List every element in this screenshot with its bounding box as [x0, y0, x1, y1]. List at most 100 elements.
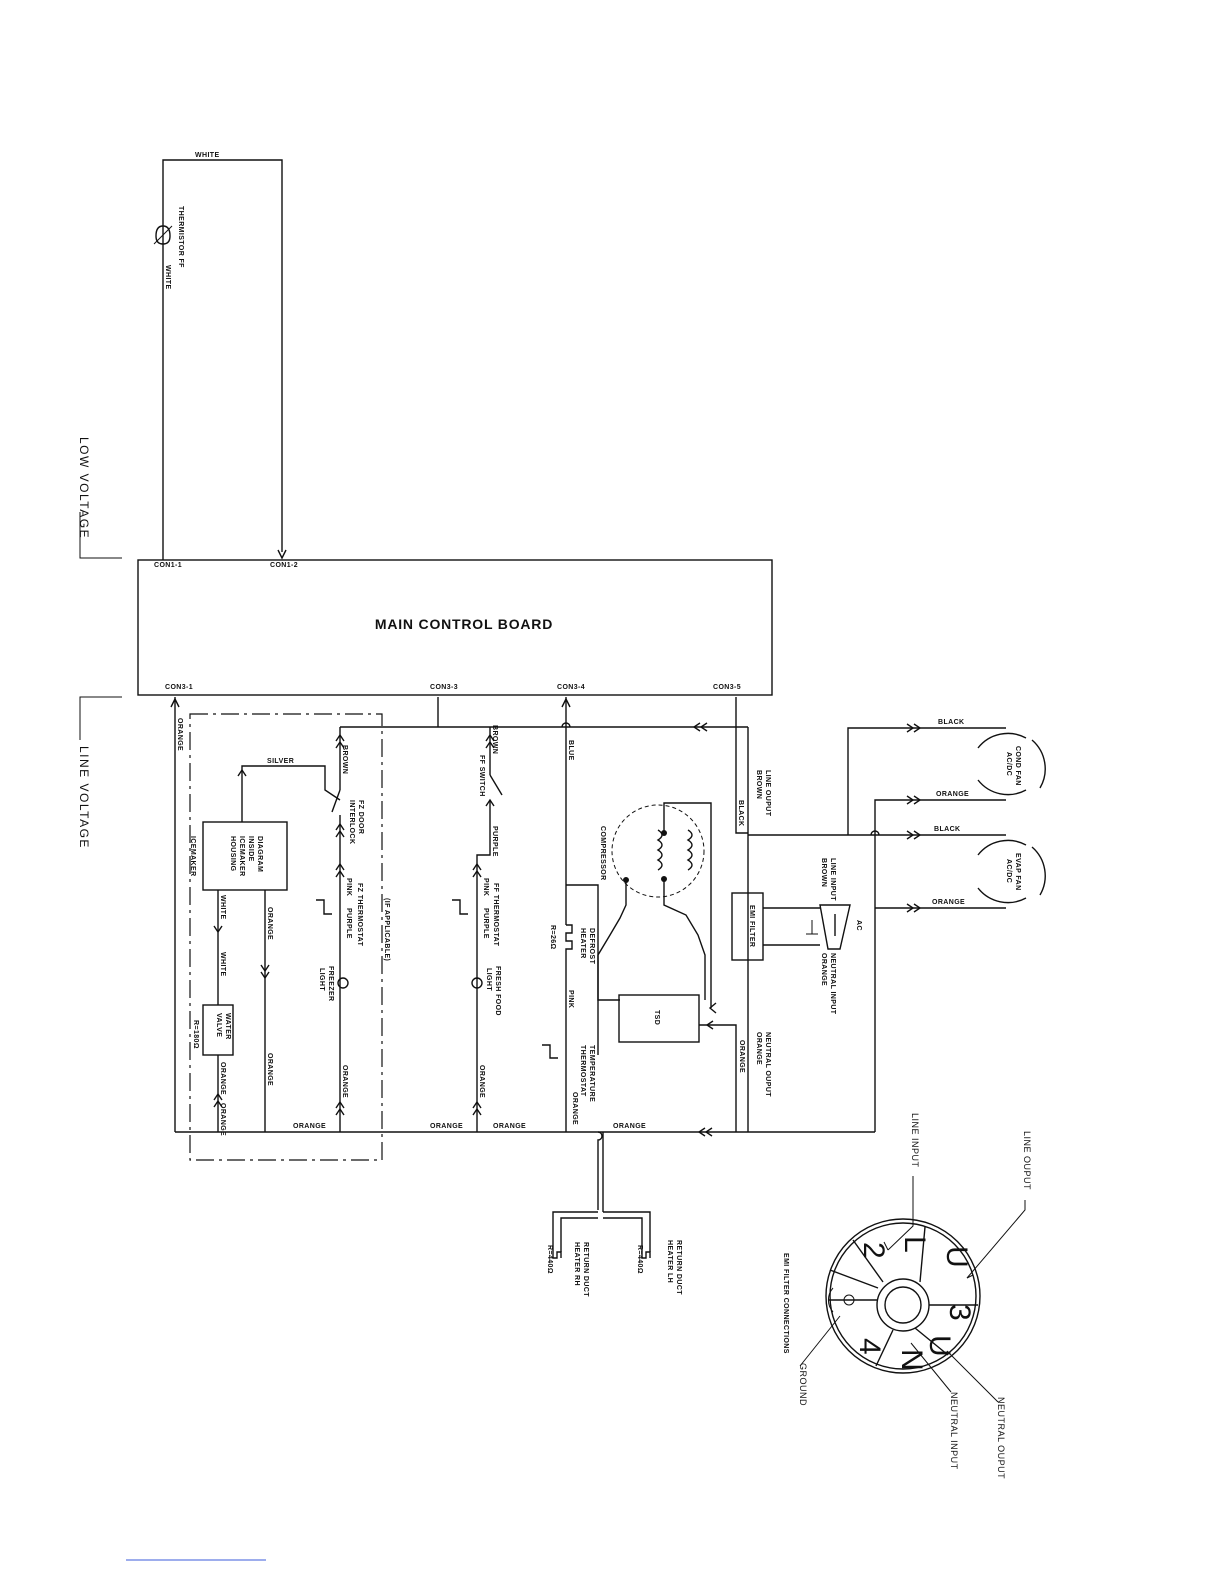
connector-con3-3: CON3-3	[430, 684, 458, 691]
return-duct-lh-line1: RETURN DUCT	[675, 1240, 682, 1295]
connector-con3-1: CON3-1	[165, 684, 193, 691]
ac-plug-icon	[819, 904, 851, 950]
fresh-food-light-line1: FRESH FOOD	[494, 966, 501, 1016]
board-title: MAIN CONTROL BOARD	[375, 616, 553, 632]
wire-label-black-cond: BLACK	[938, 719, 965, 726]
neutral-input-label: NEUTRAL INPUT	[829, 953, 836, 1015]
connector-con1-1: CON1-1	[154, 562, 182, 569]
defrost-heater-icon	[565, 924, 573, 957]
ff-switch-label: FF SWITCH	[478, 755, 485, 797]
wire-label-orange-con3-1: ORANGE	[176, 718, 183, 751]
connector-con3-4: CON3-4	[557, 684, 585, 691]
wire-label-orange-neutral-ouput: ORANGE	[755, 1032, 762, 1065]
ff-switch-icon	[489, 774, 503, 796]
emi-line-ouput-label: LINE OUPUT	[1022, 1131, 1032, 1190]
wire-label-orange-neutral-input: ORANGE	[820, 953, 827, 986]
wire-label-orange-icemaker-2: ORANGE	[266, 1053, 273, 1086]
icemaker-label: ICEMAKER	[189, 836, 196, 877]
evap-fan-line2: AC/DC	[1005, 859, 1012, 883]
low-voltage-zone: LOW VOLTAGE	[77, 437, 122, 559]
emi-connections-title: EMI FILTER CONNECTIONS	[782, 1253, 789, 1354]
fz-door-line1: FZ DOOR	[357, 800, 364, 834]
cond-fan-icon	[977, 732, 1027, 749]
line-voltage-zone: LINE VOLTAGE	[77, 696, 122, 849]
fz-thermostat-label: FZ THERMOSTAT	[356, 883, 363, 947]
wire-label-pink-defrost: PINK	[567, 990, 574, 1008]
return-duct-rh-line1: RETURN DUCT	[582, 1242, 589, 1297]
wire-label-brown-fz: BROWN	[341, 745, 348, 774]
wire-label-orange-bus-3: ORANGE	[493, 1123, 526, 1130]
terminal-2: 2	[857, 1242, 890, 1259]
return-duct-lh-resistance: R=440Ω	[636, 1245, 643, 1274]
main-control-board: MAIN CONTROL BOARD CON1-1 CON1-2 CON3-1 …	[137, 559, 773, 696]
freezer-light-line1: FREEZER	[327, 966, 334, 1001]
fz-thermostat-icon	[316, 899, 332, 915]
freezer-light-icon	[337, 977, 349, 989]
wire-label-white-icemaker-2: WHITE	[219, 952, 226, 977]
return-duct-lh-line2: HEATER LH	[666, 1240, 673, 1283]
emi-filter-label: EMI FILTER	[748, 905, 755, 947]
water-valve-resistance: R=180Ω	[192, 1020, 199, 1049]
wire-label-brown-ff: BROWN	[491, 725, 498, 754]
fz-door-switch-icon	[331, 789, 341, 813]
compressor-coil-right	[686, 829, 693, 871]
line-voltage-label: LINE VOLTAGE	[77, 746, 91, 849]
wire-label-orange-fz: ORANGE	[341, 1065, 348, 1098]
fresh-food-light-icon	[471, 977, 483, 989]
fz-door-line2: INTERLOCK	[348, 800, 355, 844]
wire-label-orange-ff: ORANGE	[478, 1065, 485, 1098]
line-voltage-wiring: ORANGE ORANGE ORANGE ORANGE ORANGE SILVE…	[170, 697, 1046, 1297]
wire-label-orange-bus-2: ORANGE	[430, 1123, 463, 1130]
return-duct-rh-icon	[552, 1251, 562, 1259]
connector-con3-5: CON3-5	[713, 684, 741, 691]
compressor-coil-left	[656, 829, 663, 871]
terminal-n: N	[895, 1349, 928, 1371]
defrost-heater-resistance: R=26Ω	[549, 925, 556, 950]
ground-icon	[843, 1294, 855, 1306]
wire-label-brown-line-input: BROWN	[820, 858, 827, 887]
ff-thermostat-icon	[452, 899, 468, 915]
terminal-3: 3	[943, 1304, 976, 1321]
emi-neutral-input-label: NEUTRAL INPUT	[949, 1392, 959, 1470]
if-applicable-region	[189, 713, 383, 1161]
freezer-light-line2: LIGHT	[318, 968, 325, 991]
icemaker-box	[202, 821, 288, 891]
wire-label-orange-bus-4: ORANGE	[613, 1123, 646, 1130]
water-valve-line1: WATER	[224, 1013, 231, 1040]
water-valve-line2: VALVE	[215, 1013, 222, 1037]
icemaker-diagram-line1: DIAGRAM	[256, 836, 263, 872]
emi-neutral-ouput-label: NEUTRAL OUPUT	[996, 1397, 1006, 1479]
wire-label-pink-ff: PINK	[482, 878, 489, 896]
fresh-food-light-line2: LIGHT	[485, 968, 492, 991]
wire-label-orange-tsd: ORANGE	[738, 1040, 745, 1073]
terminal-l: L	[898, 1236, 931, 1253]
evap-fan-icon	[977, 839, 1027, 856]
defrost-heater-line1: DEFROST	[588, 928, 595, 965]
terminal-4: 4	[853, 1338, 886, 1355]
evap-fan-line1: EVAP FAN	[1014, 853, 1021, 891]
wire-label-black-line: BLACK	[737, 800, 744, 827]
neutral-ouput-label: NEUTRAL OUPUT	[764, 1032, 771, 1097]
emi-ground-label: GROUND	[798, 1363, 808, 1406]
wire-label-silver: SILVER	[267, 758, 294, 765]
wire-label-purple-ff: PURPLE	[482, 908, 489, 939]
wire-label-blue: BLUE	[567, 740, 574, 761]
ac-label: AC	[855, 920, 862, 931]
wire-label-black-evap: BLACK	[934, 826, 961, 833]
wire-label-orange-cond: ORANGE	[936, 791, 969, 798]
thermistor-label: THERMISTOR FF	[177, 206, 184, 268]
wire-label-orange-valve-2: ORANGE	[219, 1103, 226, 1136]
emi-line-input-label: LINE INPUT	[910, 1113, 920, 1168]
emi-filter-connections: L 2 U 3 U 4 N EMI FILTER CONNECTIONS LIN…	[782, 1113, 1032, 1479]
wire-label-orange-bus-1: ORANGE	[293, 1123, 326, 1130]
line-input-label: LINE INPUT	[829, 858, 836, 901]
wire-label-orange-icemaker-1: ORANGE	[266, 907, 273, 940]
compressor-label: COMPRESSOR	[599, 826, 606, 881]
wire-label-brown-line-ouput: BROWN	[755, 770, 762, 799]
connector-con1-2: CON1-2	[270, 562, 298, 569]
wire-label-white-thermistor: WHITE	[164, 265, 171, 290]
temp-thermostat-line2: THERMOSTAT	[579, 1045, 586, 1097]
emi-filter-box	[731, 892, 764, 961]
ff-thermostat-label: FF THERMOSTAT	[492, 883, 499, 947]
